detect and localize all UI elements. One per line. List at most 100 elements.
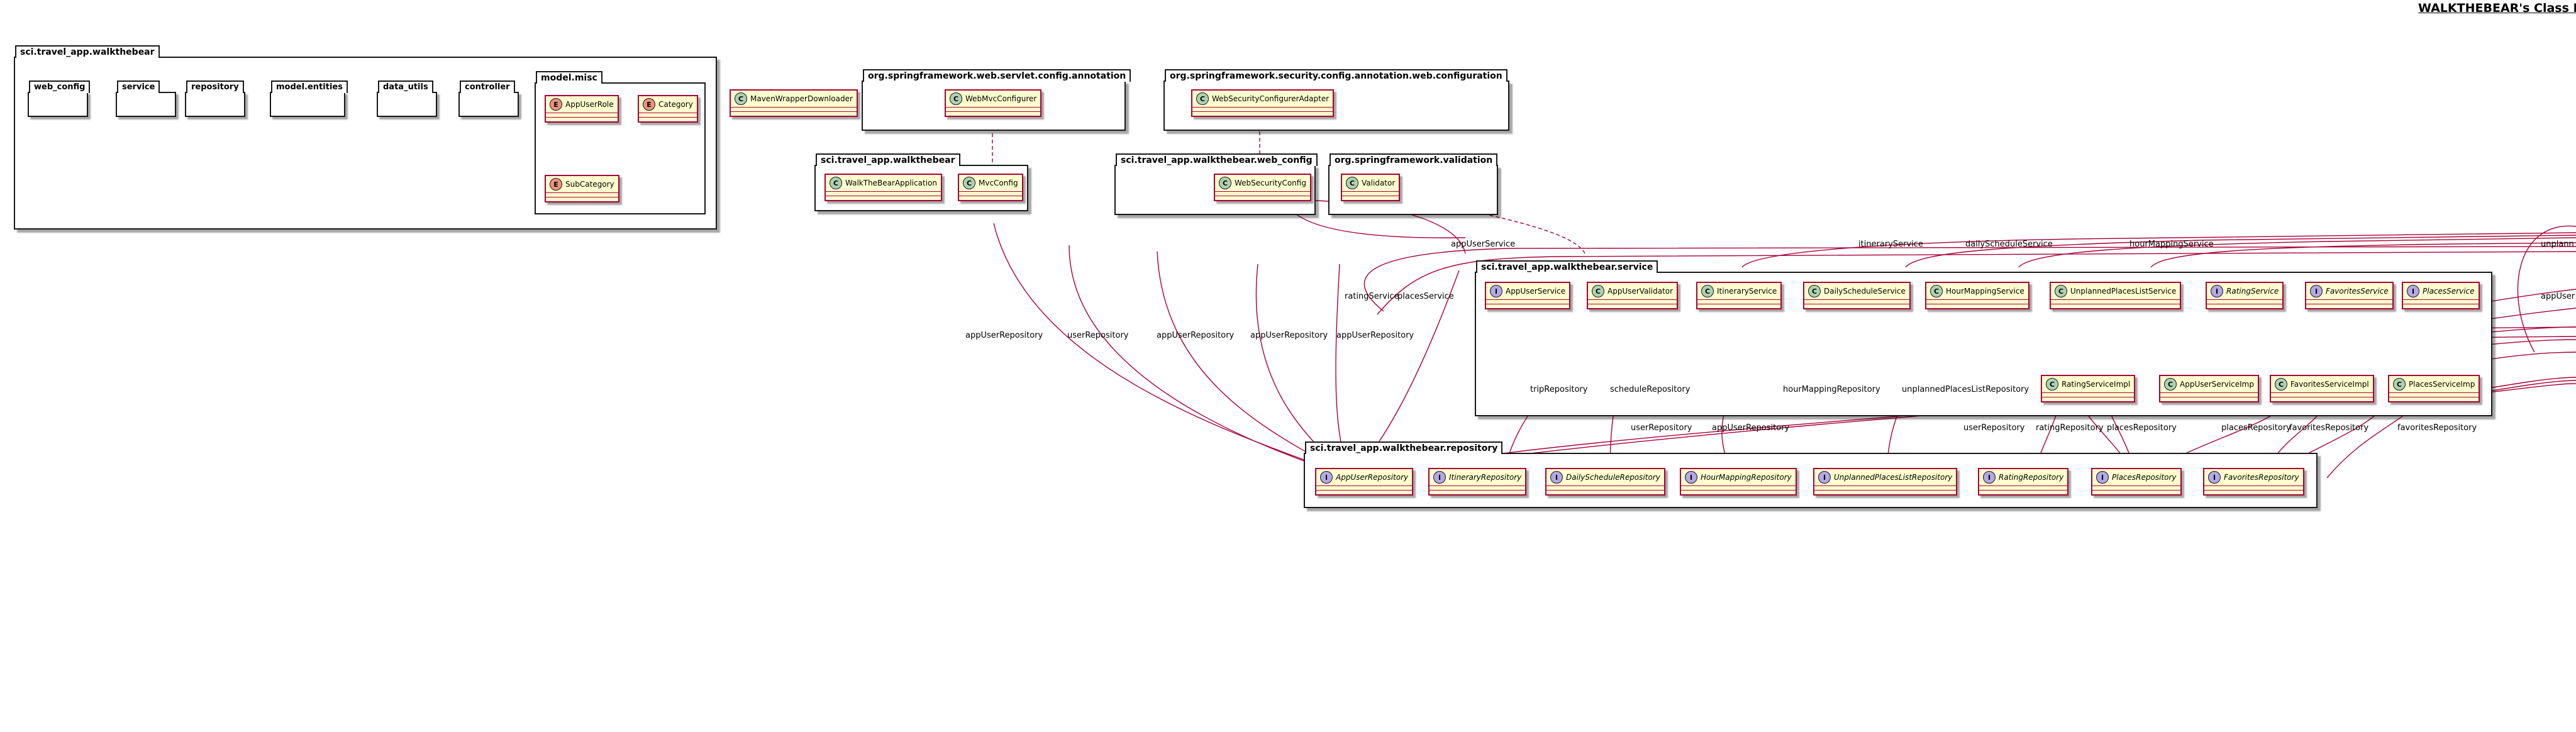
- class-methods-divider: [1486, 304, 1570, 308]
- stereotype-i-icon: I: [1433, 471, 1446, 484]
- class-methods-divider: [2271, 397, 2373, 401]
- class-fields-divider: [2271, 392, 2373, 397]
- class-methods-divider: [546, 197, 618, 201]
- class-name: DailyScheduleService: [1824, 287, 1906, 296]
- stereotype-c-icon: C: [830, 177, 842, 189]
- stereotype-i-icon: I: [2310, 285, 2323, 297]
- package-label: service: [117, 80, 160, 93]
- package-data-utils: data_utils: [377, 80, 437, 117]
- class-fields-divider: [959, 191, 1022, 196]
- class-methods-divider: [1681, 490, 1796, 494]
- stereotype-c-icon: C: [1808, 285, 1821, 297]
- class-methods-divider: [546, 117, 618, 121]
- stereotype-i-icon: I: [1983, 471, 1996, 484]
- stereotype-c-icon: C: [2393, 378, 2406, 391]
- class-fields-divider: [2389, 392, 2479, 397]
- stereotype-i-icon: I: [2407, 285, 2419, 297]
- stereotype-c-icon: C: [1930, 285, 1943, 297]
- class-fields-divider: [1804, 299, 1909, 304]
- class-name: ItineraryRepository: [1449, 473, 1522, 482]
- class-name: UnplannedPlacesListService: [2070, 287, 2177, 296]
- package-controller: controller: [458, 80, 519, 117]
- edge-label: favoritesRepository: [2397, 423, 2477, 433]
- class-methods-divider: [2207, 304, 2283, 308]
- class-fields-divider: [2092, 485, 2180, 490]
- edge-label: dailyScheduleService: [1965, 240, 2053, 249]
- edge-label: appUserRepository: [1250, 331, 1328, 340]
- stereotype-i-icon: I: [2096, 471, 2109, 484]
- class-fields-divider: [1192, 107, 1333, 111]
- stereotype-c-icon: C: [1701, 285, 1714, 297]
- class-name: Validator: [1362, 179, 1396, 187]
- package-label: sci.travel_app.walkthebear: [816, 153, 960, 166]
- class-methods-divider: [1697, 304, 1781, 308]
- class-fields-divider: [1588, 299, 1677, 304]
- class-methods-divider: [1814, 490, 1957, 494]
- class-fields-divider: [2042, 392, 2135, 397]
- class-name: UnplannedPlacesListRepository: [1834, 473, 1953, 482]
- package-model-entities: model.entities: [270, 80, 348, 117]
- class-fields-divider: [2403, 299, 2479, 304]
- stereotype-i-icon: I: [1320, 471, 1333, 484]
- class-name: RatingRepository: [1999, 473, 2064, 482]
- package-label: web_config: [29, 80, 91, 93]
- edge-label: placesRepository: [2107, 423, 2177, 433]
- stereotype-i-icon: I: [1818, 471, 1831, 484]
- edge-label: appUserRepository: [1336, 331, 1414, 340]
- class-name: WebMvcConfigurer: [965, 94, 1037, 103]
- package-label: repository: [186, 80, 244, 93]
- package-walkthebear-root: sci.travel_app.walkthebear web_config se…: [14, 45, 717, 230]
- edge-label: appUserRepository: [1712, 423, 1790, 433]
- class-name: MavenWrapperDownloader: [750, 94, 853, 103]
- class-methods-divider: [959, 196, 1022, 200]
